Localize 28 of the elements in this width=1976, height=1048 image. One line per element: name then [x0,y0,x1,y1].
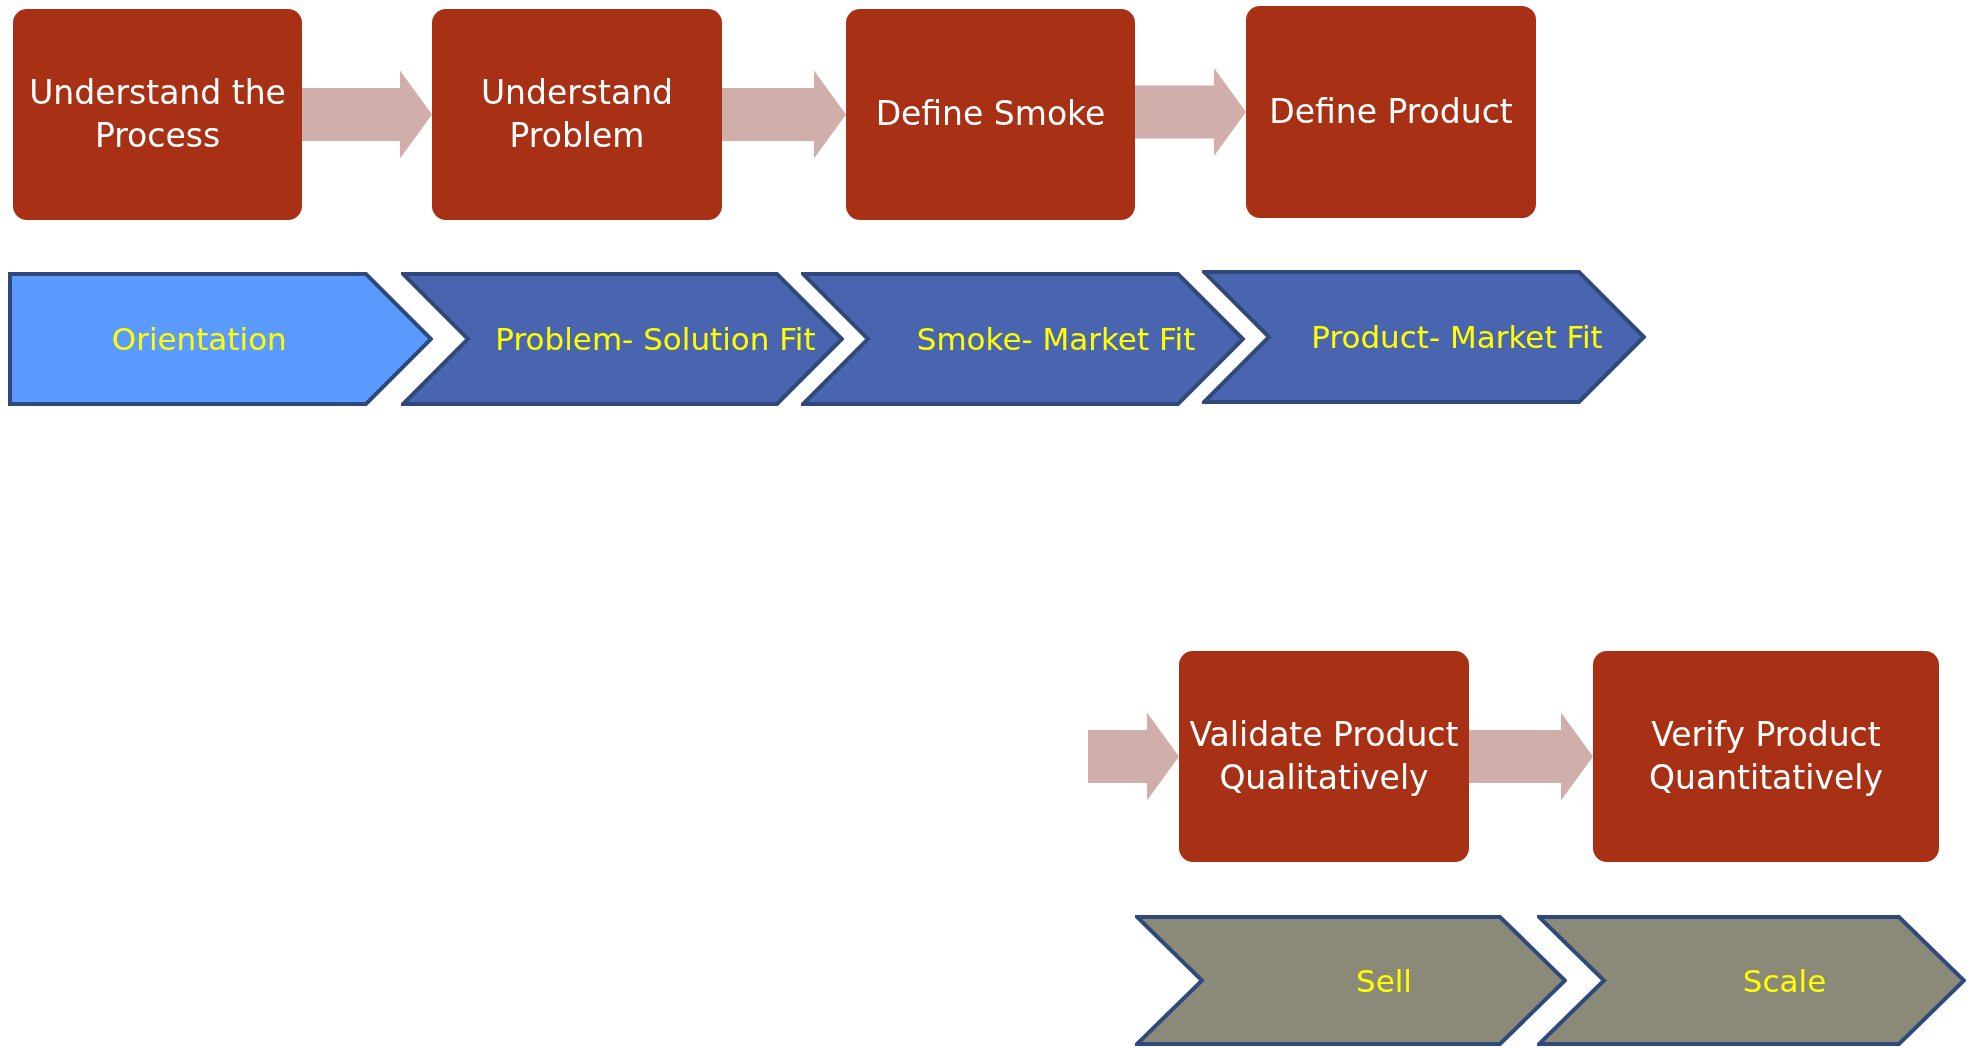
block-arrow [1135,68,1246,156]
block-arrow [1469,712,1593,801]
phase-label: Orientation [110,319,288,359]
step-label: Define Product [1269,90,1513,133]
step-box [1593,651,1939,862]
phase-label: Scale [1741,961,1828,1001]
step-label: Define Smoke [875,93,1106,136]
chevron-banner [401,272,844,406]
step-box [13,9,302,220]
step-box [1246,6,1536,218]
chevron-banner [1135,915,1567,1046]
block-arrow [302,70,432,159]
phase-label: Problem- Solution Fit [494,319,817,359]
phase-label: Smoke- Market Fit [915,319,1197,359]
chevron-banner [1202,270,1646,404]
block-arrow [1088,712,1179,801]
phase-label: Sell [1355,961,1413,1001]
chevron-banner [8,272,433,406]
step-box [432,9,722,220]
chevron-banner [1537,915,1966,1046]
step-label: Understand Problem [479,71,675,157]
step-box [846,9,1135,220]
step-label: Validate Product Qualitatively [1188,713,1460,799]
step-label: Understand the Process [28,71,287,157]
step-label: Verify Product Quantitatively [1648,713,1884,799]
phase-label: Product- Market Fit [1310,317,1604,357]
block-arrow [722,70,846,159]
step-box [1179,651,1469,862]
